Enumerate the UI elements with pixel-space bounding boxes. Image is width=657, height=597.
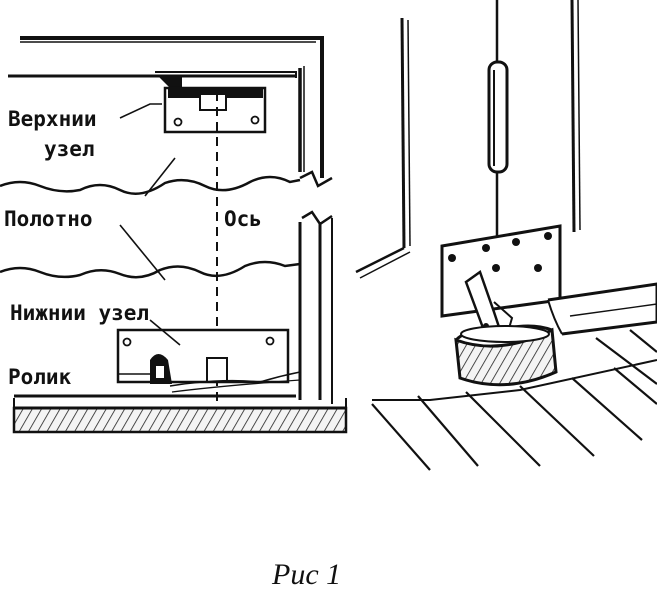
floor-hatched — [12, 406, 348, 434]
left-section-view: Верхнии узел Полотно Ось Нижнии узел Рол… — [0, 36, 348, 434]
floor-edge — [372, 359, 657, 401]
leader-lower — [149, 319, 181, 346]
frame-outer-line — [20, 36, 324, 178]
screw-hole — [250, 115, 260, 125]
label-upper-node-line2: узел — [44, 137, 95, 161]
rail-tube — [547, 282, 657, 336]
roller-ring — [454, 327, 558, 387]
right-perspective-view — [355, 0, 657, 471]
upper-bracket-cap — [158, 76, 182, 88]
floor-planks — [371, 329, 657, 471]
label-roller: Ролик — [8, 365, 72, 389]
rod-sleeve — [487, 60, 509, 174]
door-edge-left — [400, 17, 406, 249]
label-lower-node: Нижнии узел — [10, 301, 149, 325]
break-line-upper — [0, 175, 301, 195]
screw-hole — [173, 117, 183, 127]
leader-upper — [144, 157, 176, 197]
figure-caption: Рис 1 — [271, 558, 341, 591]
bracket-plate — [440, 224, 562, 318]
label-axis: Ось — [224, 207, 262, 231]
door-edge-right — [570, 0, 576, 233]
label-upper-node-line1: Верхнии — [8, 107, 97, 131]
break-line-lower — [0, 260, 301, 279]
leader-panel — [119, 224, 166, 281]
label-panel: Полотно — [4, 207, 93, 231]
